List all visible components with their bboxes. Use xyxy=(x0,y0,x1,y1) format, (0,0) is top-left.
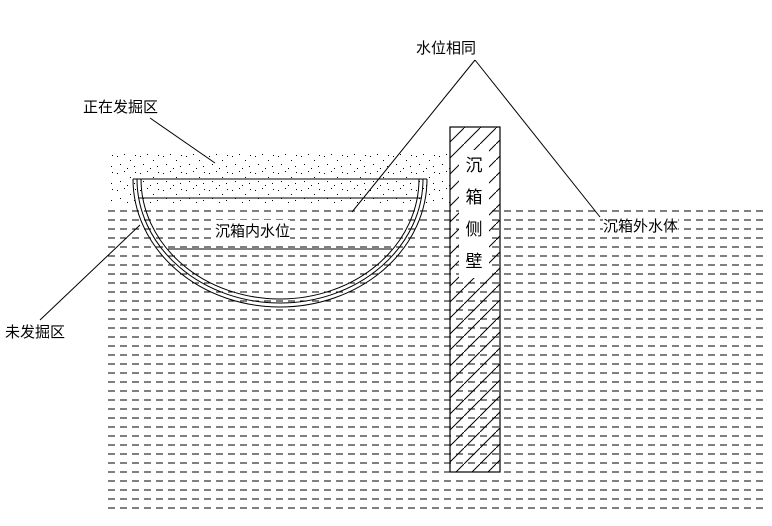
label-unexcavated-zone: 未发掘区 xyxy=(5,323,66,341)
water-body xyxy=(105,205,767,510)
caisson-bowl xyxy=(132,178,428,308)
wall-label-char: 侧 xyxy=(465,220,483,240)
label-inside-water-level: 沉箱内水位 xyxy=(215,220,291,241)
wall-label-char: 沉 xyxy=(465,156,483,176)
wall-label-char: 箱 xyxy=(465,188,483,208)
wall-label: 沉 箱 侧 壁 xyxy=(459,150,489,278)
leader-lines xyxy=(39,59,601,321)
label-excavating-zone: 正在发掘区 xyxy=(83,98,159,116)
label-same-water-level: 水位相同 xyxy=(416,39,477,57)
wall-label-char: 壁 xyxy=(465,252,483,272)
label-outside-water: 沉箱外水体 xyxy=(603,215,679,236)
